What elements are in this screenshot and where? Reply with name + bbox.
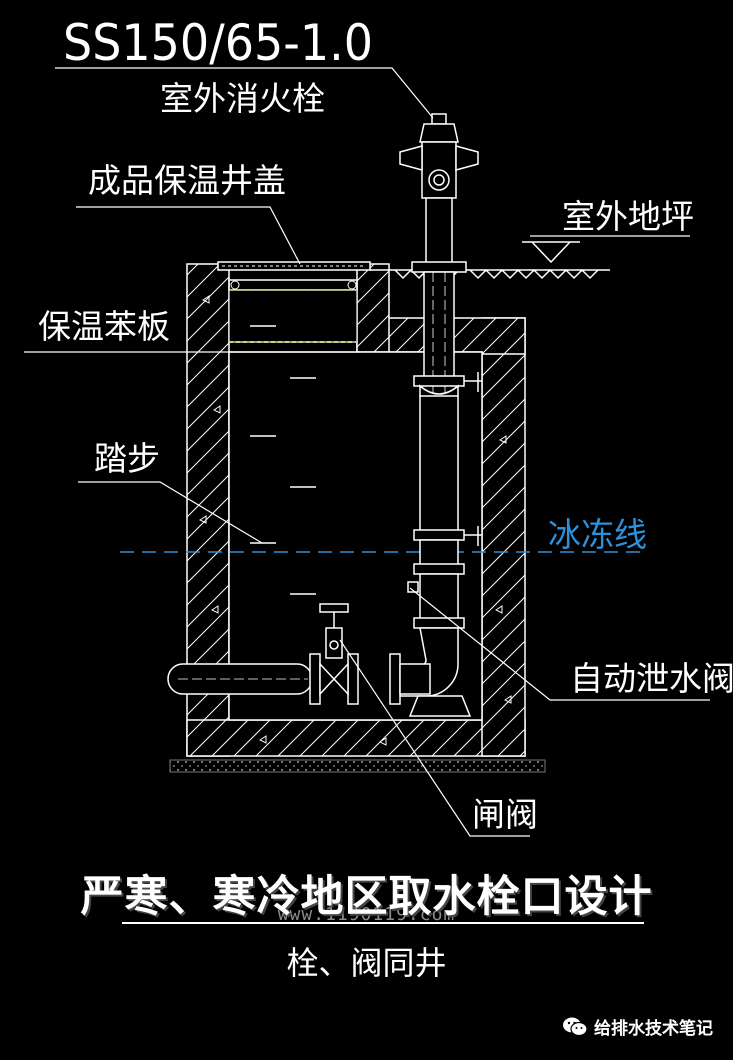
brand-name: 给排水技术笔记 (594, 1019, 713, 1039)
cover-label: 成品保温井盖 (88, 161, 286, 200)
page-title: 严寒、寒冷地区取水栓口设计 (80, 872, 653, 922)
gate-valve (319, 603, 349, 696)
brand-badge: 给排水技术笔记 (562, 1014, 713, 1039)
insulation-label: 保温苯板 (38, 307, 170, 346)
steps-label: 踏步 (94, 439, 160, 478)
main-pipe (167, 653, 431, 705)
title-underline (122, 922, 644, 924)
insulated-well-cover (217, 261, 371, 291)
leader-lines (24, 67, 710, 837)
ground-level (370, 241, 610, 280)
foundation-soil (169, 759, 546, 773)
page-subtitle: 栓、阀同井 (286, 944, 447, 982)
ground-label: 室外地坪 (562, 197, 694, 236)
frost-line-label: 冰冻线 (548, 515, 647, 554)
hydrant-model-label: SS150/65-1.0 (63, 14, 373, 72)
hydrant-label: 室外消火栓 (160, 79, 325, 118)
fire-hydrant (399, 113, 479, 273)
wechat-icon (563, 1017, 588, 1036)
gate-valve-label: 闸阀 (472, 795, 538, 834)
insulation-board (228, 289, 358, 343)
pipe-supports (464, 372, 482, 546)
ladder-steps (250, 325, 316, 595)
drain-valve-label: 自动泄水阀 (570, 659, 733, 698)
watermark-text: www.1190119.com (277, 904, 456, 925)
